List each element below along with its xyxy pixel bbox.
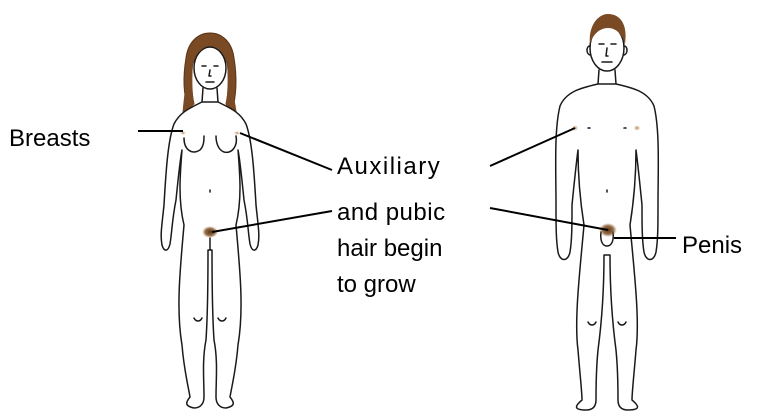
label-hair-line2: and pubic <box>337 199 446 226</box>
label-penis: Penis <box>682 232 742 259</box>
label-hair-line1: Auxiliary <box>337 153 441 180</box>
label-hair-line3: hair begin <box>337 235 442 262</box>
female-body-outline <box>161 102 259 408</box>
female-figure <box>161 33 259 408</box>
male-figure <box>556 14 659 410</box>
male-body-outline <box>556 84 659 410</box>
label-breasts: Breasts <box>9 125 90 152</box>
label-hair-line4: to grow <box>337 271 416 298</box>
